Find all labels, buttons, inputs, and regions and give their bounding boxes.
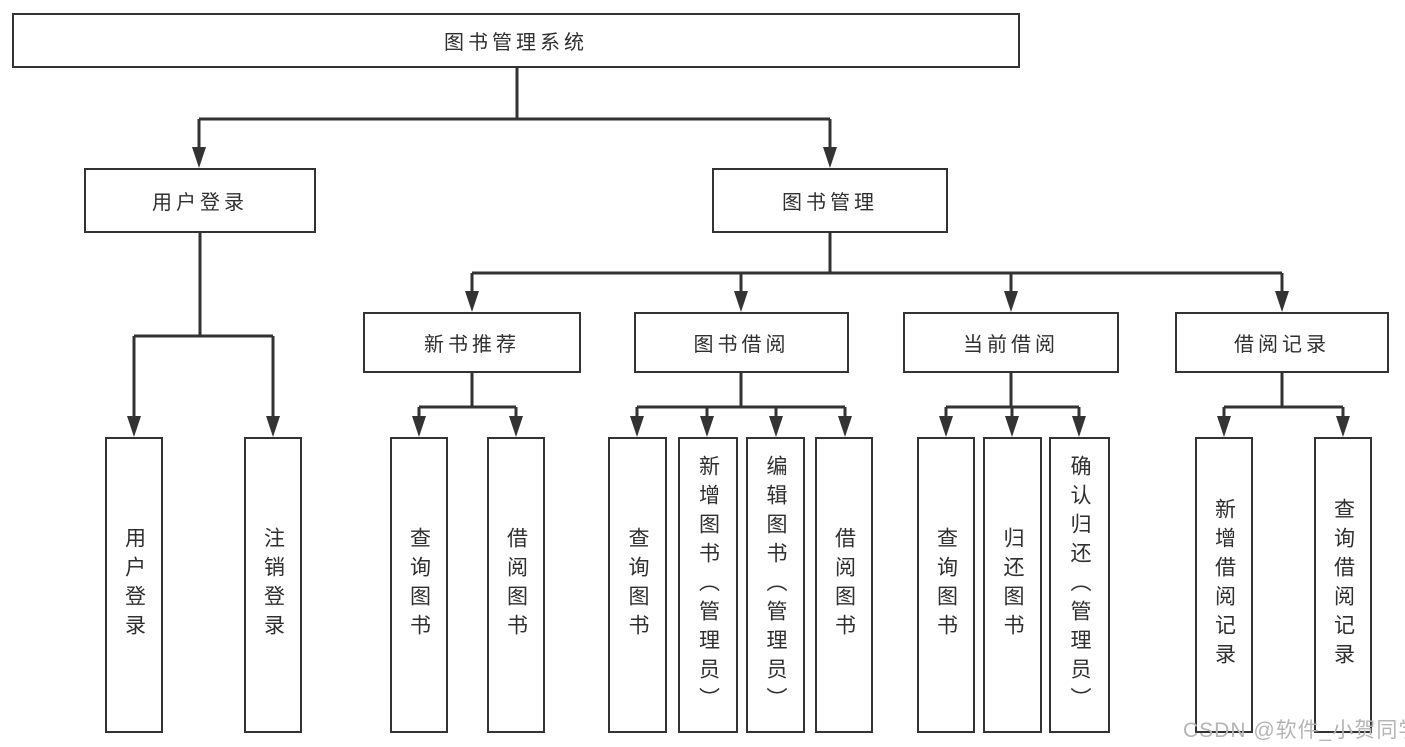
leaf-borrow-query-books: 查询图书	[608, 437, 667, 733]
leaf-current-confirm-return-admin: 确认归还（管理员）	[1049, 437, 1110, 733]
leaf-records-add-record: 新增借阅记录	[1195, 437, 1253, 733]
leaf-borrow-borrow-books: 借阅图书	[815, 437, 873, 733]
leaf-logout: 注销登录	[244, 437, 302, 733]
connector-borrow-to-leaves	[635, 373, 847, 421]
leaf-borrow-edit-book-admin: 编辑图书（管理员）	[746, 437, 805, 733]
connector-login-to-leaves	[132, 233, 275, 421]
connector-records-to-leaves	[1222, 373, 1345, 421]
connector-current-to-leaves	[944, 373, 1081, 421]
node-book-borrow: 图书借阅	[634, 312, 849, 373]
node-book-manage: 图书管理	[712, 168, 948, 233]
connector-manage-to-level3	[470, 233, 1284, 296]
node-current-borrow: 当前借阅	[903, 312, 1119, 373]
leaf-borrow-add-book-admin: 新增图书（管理员）	[678, 437, 738, 733]
node-user-login: 用户登录	[84, 168, 316, 233]
arrowheads	[127, 147, 1350, 437]
leaf-user-login: 用户登录	[105, 437, 163, 733]
node-root-system: 图书管理系统	[12, 13, 1020, 68]
csdn-watermark: CSDN @软件_小贺同学	[1183, 719, 1405, 742]
leaf-current-return-books: 归还图书	[983, 437, 1042, 733]
leaf-current-query-books: 查询图书	[917, 437, 975, 733]
leaf-recommend-borrow-books: 借阅图书	[487, 437, 545, 733]
leaf-records-query-record: 查询借阅记录	[1314, 437, 1372, 733]
node-borrow-records: 借阅记录	[1175, 312, 1389, 373]
node-new-book-recommend: 新书推荐	[363, 312, 581, 373]
connector-root-to-level2	[197, 68, 832, 152]
leaf-recommend-query-books: 查询图书	[390, 437, 448, 733]
connector-recommend-to-leaves	[417, 373, 518, 421]
